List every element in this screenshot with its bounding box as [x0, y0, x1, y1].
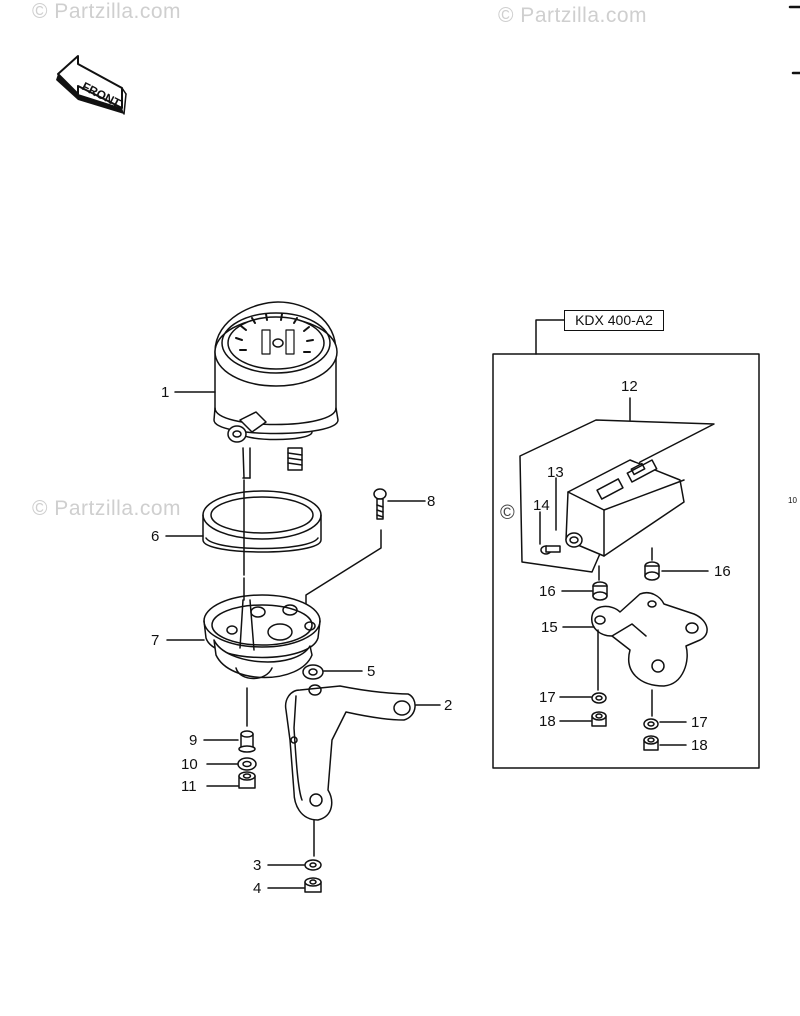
- nut-icon-18b: [643, 735, 659, 751]
- grommet-icon-16b: [644, 561, 660, 581]
- meter-bracket-icon: [284, 684, 416, 821]
- variant-box-frame: [492, 353, 760, 769]
- callout-18-right: 18: [691, 737, 708, 754]
- watermark-top-center: © Partzilla.com: [498, 4, 648, 27]
- washer-icon-17a: [591, 692, 607, 704]
- washer-icon-5: [302, 664, 324, 680]
- callout-8: 8: [427, 493, 436, 510]
- indicator-bracket-icon: [591, 592, 708, 687]
- meter-housing-icon: [203, 594, 321, 680]
- callout-16-left: 16: [539, 583, 556, 600]
- callout-15: 15: [541, 619, 558, 636]
- callout-3: 3: [253, 857, 262, 874]
- grommet-icon-9: [238, 730, 256, 753]
- grommet-icon-16a: [592, 581, 608, 601]
- callout-13: 13: [547, 464, 564, 481]
- screw-icon: [373, 488, 387, 520]
- callout-11: 11: [181, 778, 197, 795]
- callout-18-left: 18: [539, 713, 556, 730]
- callout-1: 1: [161, 384, 170, 401]
- screw-icon-14: [540, 545, 561, 555]
- nut-icon-11: [238, 771, 256, 789]
- variant-box-label: KDX 400-A2: [564, 310, 664, 331]
- callout-9: 9: [189, 732, 198, 749]
- rubber-ring-icon: [202, 479, 322, 576]
- variant-box-leader: [535, 319, 565, 355]
- callout-4: 4: [253, 880, 262, 897]
- watermark-top-left: © Partzilla.com: [32, 0, 182, 23]
- callout-5: 5: [367, 663, 376, 680]
- front-arrow-icon: [56, 55, 127, 115]
- washer-icon-17b: [643, 718, 659, 730]
- callout-2: 2: [444, 697, 453, 714]
- leader-8-path: [305, 529, 382, 613]
- nut-icon-4: [304, 877, 322, 893]
- callout-12: 12: [621, 378, 638, 395]
- callout-17-left: 17: [539, 689, 556, 706]
- edge-fragment-text: 10: [788, 496, 797, 505]
- callout-17-right: 17: [691, 714, 708, 731]
- washer-icon-10: [237, 757, 257, 771]
- callout-14: 14: [533, 497, 550, 514]
- callout-10: 10: [181, 756, 198, 773]
- callout-6: 6: [151, 528, 160, 545]
- callout-7: 7: [151, 632, 160, 649]
- washer-icon-3: [304, 859, 322, 871]
- callout-16-right: 16: [714, 563, 731, 580]
- watermark-middle-left: © Partzilla.com: [32, 497, 182, 520]
- nut-icon-18a: [591, 711, 607, 727]
- speedometer-icon: [213, 301, 339, 479]
- knob-icon-13: [565, 532, 583, 548]
